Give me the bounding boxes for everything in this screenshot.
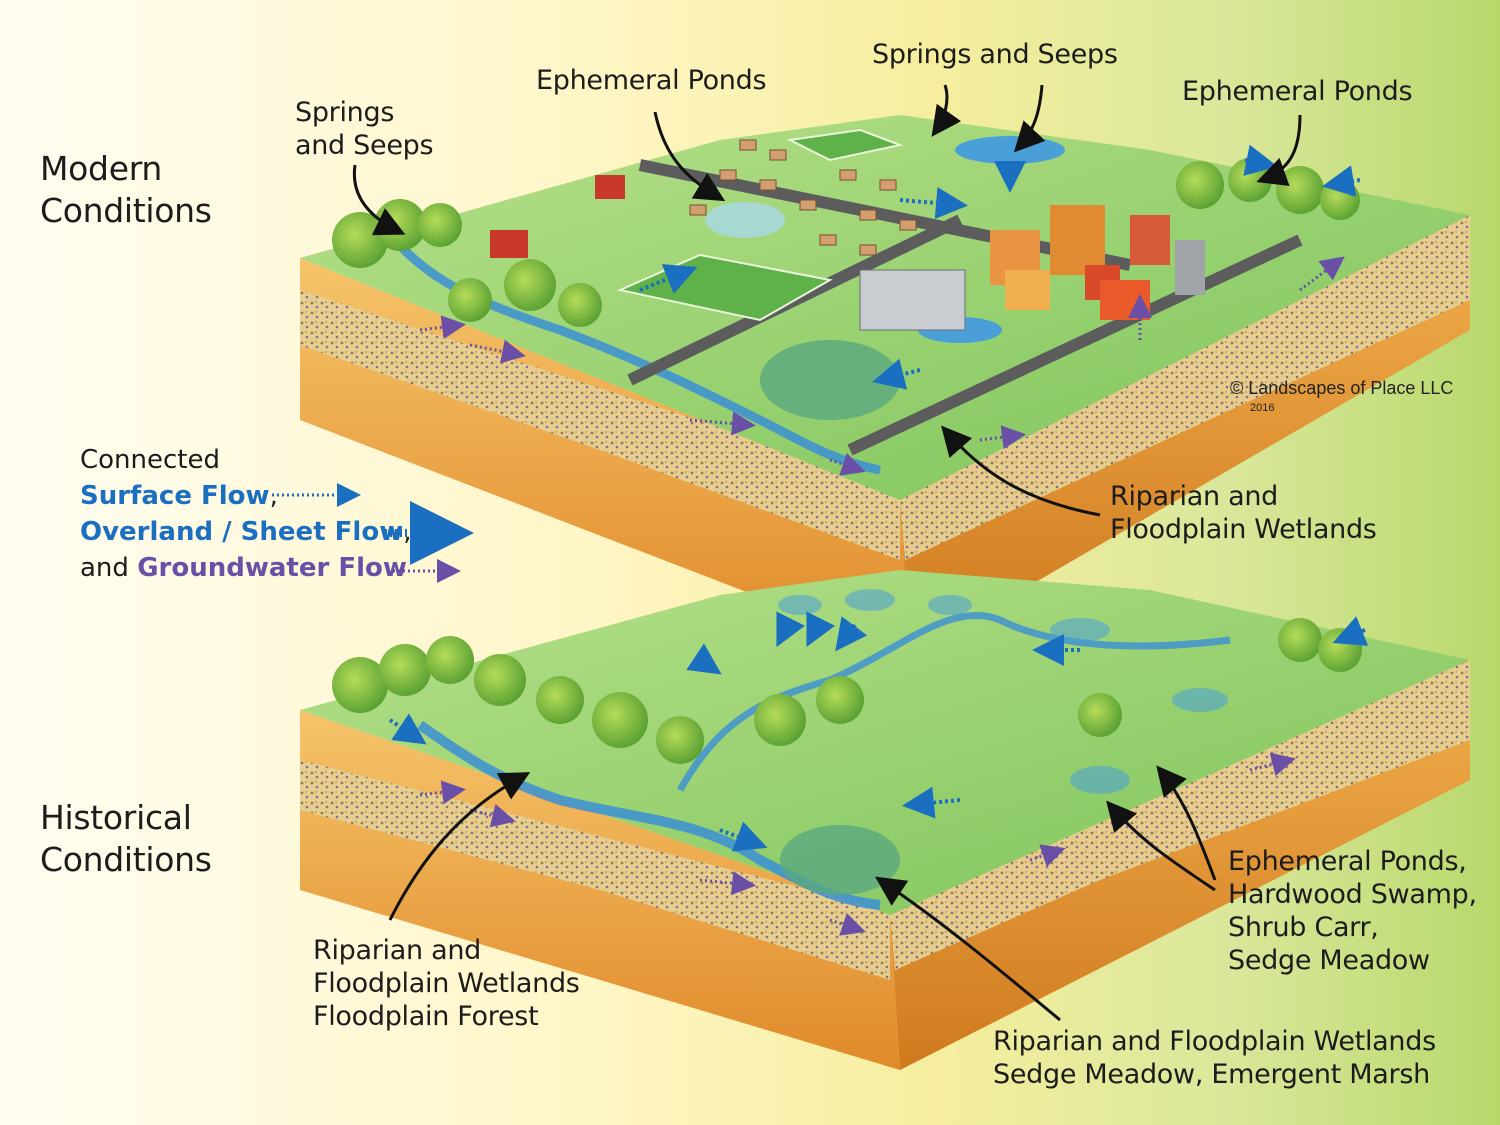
callout-ephemeral-right [1256, 114, 1302, 187]
callout-riparian-modern [941, 425, 1101, 517]
historical-trees [332, 618, 1362, 764]
historical-surface-flow-arrows [388, 611, 1369, 852]
legend-groundwater-flow: Groundwater Flow [137, 553, 407, 583]
modern-barn-2 [595, 175, 625, 199]
legend-row-overland: Overland / Sheet Flow, [80, 514, 412, 550]
historical-marsh [780, 825, 900, 895]
legend-overland-flow: Overland / Sheet Flow [80, 517, 404, 547]
modern-groundwater-arrows [419, 256, 1345, 476]
label-riparian-historical-left: Riparian and Floodplain Wetlands Floodpl… [313, 934, 580, 1033]
label-line: Riparian and [1110, 481, 1278, 512]
callout-ephemeral-historical-b [1156, 765, 1217, 881]
modern-title-line-2: Conditions [40, 191, 212, 230]
modern-pond-1 [955, 136, 1065, 164]
legend-surface-flow: Surface Flow [80, 481, 270, 511]
label-ephemeral-ponds-center: Ephemeral Ponds [536, 64, 767, 97]
label-riparian-historical-bottom: Riparian and Floodplain Wetlands Sedge M… [993, 1025, 1436, 1091]
callout-riparian-historical-left [388, 772, 531, 921]
legend-row-groundwater: and Groundwater Flow [80, 550, 412, 586]
modern-houses [689, 139, 917, 256]
label-line: Sedge Meadow, Emergent Marsh [993, 1059, 1430, 1090]
label-line: Ephemeral Ponds, [1228, 846, 1467, 877]
legend-connected: Connected [80, 445, 221, 475]
label-line: Riparian and [313, 935, 481, 966]
modern-barn-1 [490, 230, 528, 258]
modern-conditions-title: Modern Conditions [40, 148, 212, 232]
label-springs-seeps-left: Springs and Seeps [295, 96, 434, 162]
callout-springs-left [352, 164, 406, 236]
modern-wetland [760, 340, 900, 420]
label-line: Ephemeral Ponds [536, 65, 767, 96]
modern-title-line-1: Modern [40, 149, 163, 188]
label-ephemeral-historical: Ephemeral Ponds, Hardwood Swamp, Shrub C… [1228, 845, 1477, 977]
modern-field-2 [786, 128, 904, 162]
label-ephemeral-ponds-right: Ephemeral Ponds [1182, 75, 1413, 108]
modern-road-3 [847, 234, 1303, 456]
callout-ephemeral-center [653, 111, 726, 202]
callout-springs-top-b [1013, 84, 1046, 153]
legend-comma: , [403, 517, 412, 547]
label-line: Hardwood Swamp, [1228, 879, 1477, 910]
modern-block [300, 115, 1470, 655]
legend-row-connected: Connected [80, 442, 412, 478]
label-line: Ephemeral Ponds [1182, 76, 1413, 107]
callout-springs-top-a [931, 84, 962, 137]
label-line: Floodplain Wetlands [313, 968, 580, 999]
historical-land-surface [300, 570, 1470, 915]
callout-arrows [352, 84, 1302, 1022]
historical-stream-tributary [676, 612, 1231, 792]
historical-block [300, 570, 1470, 1070]
legend-comma: , [269, 481, 278, 511]
label-line: Floodplain Wetlands [1110, 514, 1377, 545]
historical-gravel-left [300, 760, 890, 980]
callout-riparian-historical-bottom [875, 876, 1061, 1022]
historical-title-line-2: Conditions [40, 840, 212, 879]
historical-gravel-right [890, 660, 1470, 970]
label-line: Springs [295, 97, 395, 128]
label-line: Sedge Meadow [1228, 945, 1430, 976]
modern-gravel-right [900, 215, 1470, 560]
historical-conditions-title: Historical Conditions [40, 797, 212, 881]
label-line: Riparian and Floodplain Wetlands [993, 1026, 1436, 1057]
historical-ephemeral-ponds [778, 589, 1228, 794]
legend-and: and [80, 553, 138, 583]
copyright-year: 2016 [1250, 402, 1275, 414]
modern-gravel-left [300, 290, 900, 560]
copyright-text: © Landscapes of Place LLC [1230, 378, 1454, 398]
label-line: Springs and Seeps [872, 39, 1118, 70]
modern-pond-3 [705, 202, 785, 238]
callout-ephemeral-historical-a [1106, 800, 1216, 892]
legend-row-surface: Surface Flow, [80, 478, 412, 514]
label-springs-seeps-top: Springs and Seeps [872, 38, 1118, 71]
label-riparian-modern: Riparian and Floodplain Wetlands [1110, 480, 1377, 546]
historical-groundwater-arrows [419, 752, 1296, 936]
label-line: Floodplain Forest [313, 1001, 539, 1032]
label-line: Shrub Carr, [1228, 912, 1379, 943]
label-line: and Seeps [295, 130, 434, 161]
legend-arrows [272, 483, 474, 583]
flow-legend: Connected Surface Flow, Overland / Sheet… [80, 442, 412, 586]
historical-title-line-1: Historical [40, 798, 192, 837]
